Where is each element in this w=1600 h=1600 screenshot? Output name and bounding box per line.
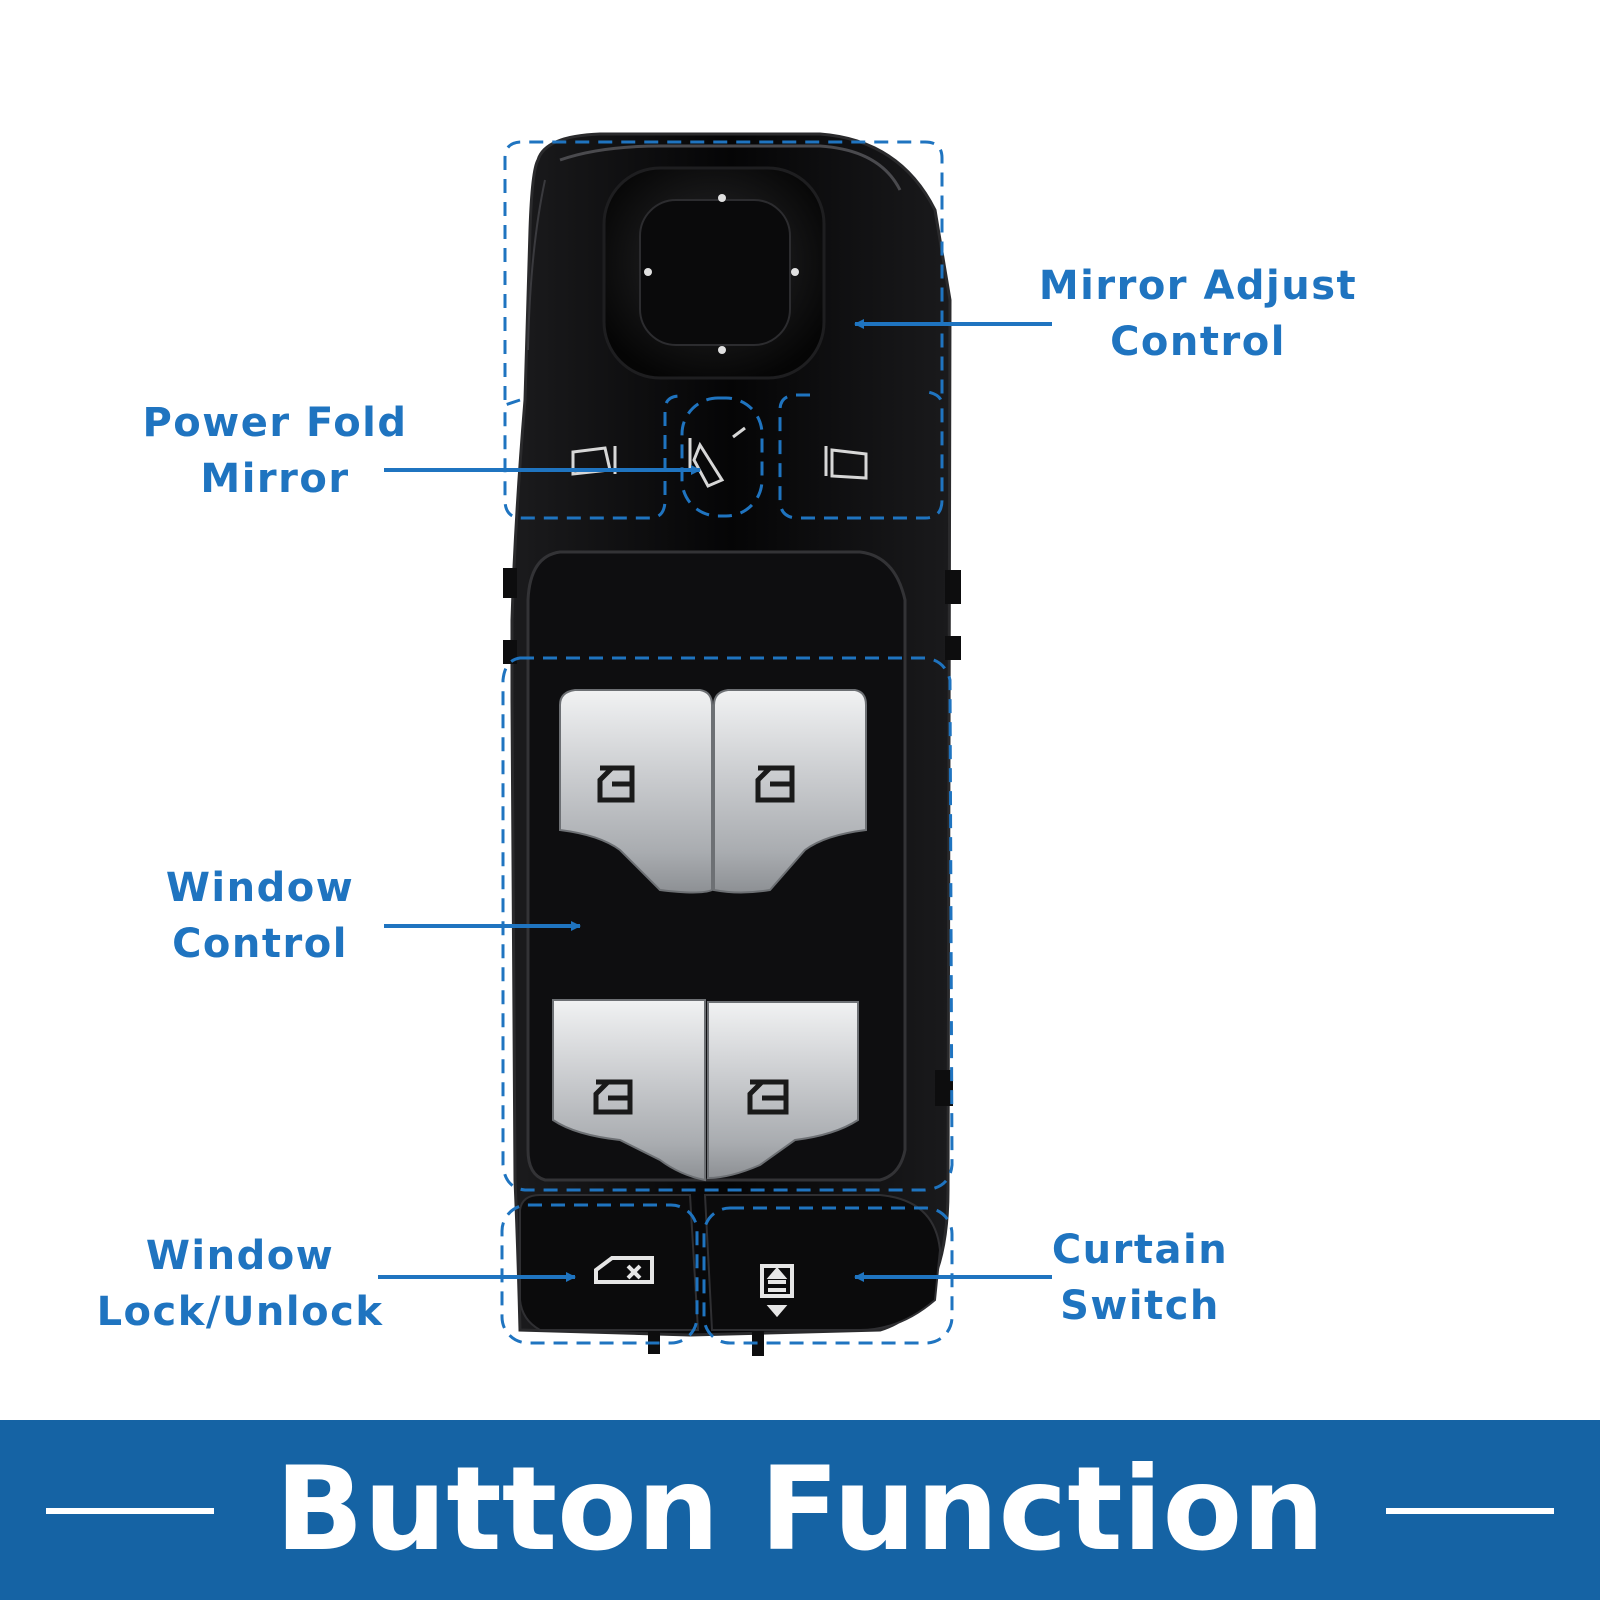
highlight-regions [500, 140, 954, 1345]
callout-line: Control [172, 921, 348, 967]
curtain-button [703, 1194, 942, 1331]
window-lock-button [519, 1194, 700, 1331]
banner-rule-left [46, 1508, 214, 1514]
mirror-adjust-knob [602, 166, 826, 380]
callout-line: Curtain [1051, 1227, 1229, 1273]
callout-arrows [378, 319, 1052, 1282]
callout-window-control: Window Control [140, 860, 380, 972]
callout-curtain: Curtain Switch [1030, 1222, 1250, 1334]
callout-window-lock: Window Lock/Unlock [90, 1228, 390, 1340]
mirror-fold-icon [688, 426, 746, 488]
window-lock-icon [594, 1256, 654, 1284]
callout-line: Switch [1060, 1283, 1220, 1329]
mirror-right-icon [824, 446, 868, 480]
title-banner: Button Function [0, 1420, 1600, 1600]
window-switch-rear-right [707, 1001, 859, 1180]
curtain-icon [760, 1264, 794, 1318]
callout-line: Window [165, 865, 355, 911]
callout-line: Mirror Adjust [1038, 263, 1358, 309]
callout-line: Control [1110, 319, 1286, 365]
callout-line: Lock/Unlock [96, 1289, 384, 1335]
window-switch-front-right [713, 689, 867, 894]
window-switch-front-left [559, 689, 713, 894]
callout-line: Mirror [200, 456, 350, 502]
callout-power-fold: Power Fold Mirror [130, 395, 420, 507]
window-switch-rear-left [552, 999, 706, 1182]
banner-title: Button Function [275, 1442, 1325, 1577]
callout-line: Power Fold [142, 400, 408, 446]
callout-line: Window [145, 1233, 335, 1279]
callout-mirror-adjust: Mirror Adjust Control [1028, 258, 1368, 370]
banner-rule-right [1386, 1508, 1554, 1514]
